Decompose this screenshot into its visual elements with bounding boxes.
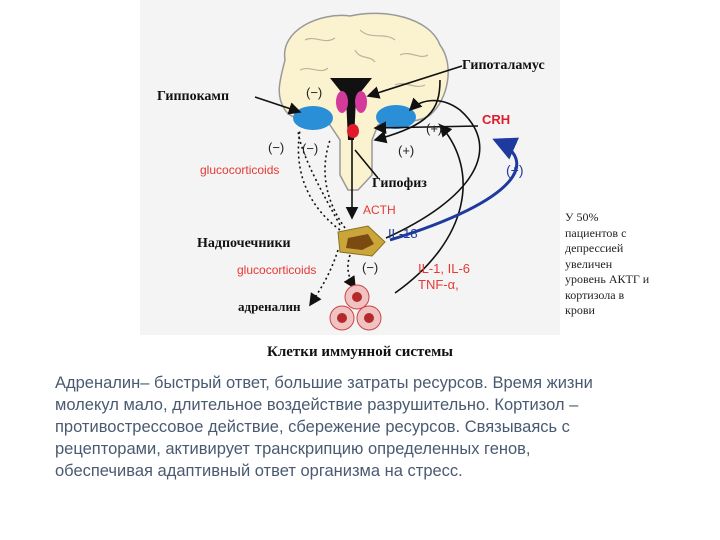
cytokines-label-1: IL-1, IL-6 xyxy=(418,261,470,276)
immune-cells xyxy=(329,284,382,331)
body-line: противострессовое действие, сбережение р… xyxy=(55,418,570,436)
body-line: Адреналин– быстрый ответ, большие затрат… xyxy=(55,374,593,392)
crh-label: CRH xyxy=(482,112,510,127)
figure-caption: Клетки иммунной системы xyxy=(266,344,454,360)
note-line: крови xyxy=(565,303,595,317)
hippocampus-left xyxy=(293,106,333,130)
hypothalamus-nucleus-right xyxy=(355,91,367,113)
adrenaline-label: адреналин xyxy=(238,299,301,314)
cytokines-label-2: TNF-α, xyxy=(418,277,459,292)
body-line: молекул мало, длительное воздействие раз… xyxy=(55,396,579,414)
arrows xyxy=(254,65,520,307)
adrenals-label: Надпочечники xyxy=(197,236,291,251)
sign-plus-pituitary: (+) xyxy=(398,143,414,158)
glucocorticoids-top-label: glucocorticoids xyxy=(200,163,279,177)
note-line: У 50% xyxy=(565,210,599,224)
depression-note: У 50% пациентов с депрессией увеличен ур… xyxy=(565,210,705,319)
sign-minus-hippocampus: (−) xyxy=(306,85,322,100)
sign-minus-mid: (−) xyxy=(302,141,318,156)
body-line: рецепторами, активирует транскрипцию опр… xyxy=(55,440,531,458)
hpa-axis-diagram: Гипоталамус Гиппокамп CRH Гипофиз ACTH Н… xyxy=(157,12,545,331)
sign-plus-crh: (+) xyxy=(426,121,442,136)
body-line: обеспечивая адаптивный ответ организма н… xyxy=(55,462,463,480)
pituitary-gland xyxy=(347,124,359,138)
sign-minus-left: (−) xyxy=(268,140,284,155)
sign-minus-adrenal: (−) xyxy=(362,260,378,275)
note-line: кортизола в xyxy=(565,287,625,302)
adrenal-gland xyxy=(337,225,386,257)
pituitary-label: Гипофиз xyxy=(372,176,427,191)
acth-label: ACTH xyxy=(363,203,396,217)
note-line: депрессией xyxy=(565,241,624,255)
il18-label: IL-18 xyxy=(388,226,418,241)
hippocampus-label: Гиппокамп xyxy=(157,89,229,104)
hypothalamus-funnel xyxy=(330,78,372,140)
sign-plus-il18: (+) xyxy=(506,162,524,178)
note-line: уровень АКТГ и xyxy=(565,272,650,286)
glucocorticoids-bottom-label: glucocorticoids xyxy=(237,263,316,277)
note-line: пациентов с xyxy=(565,225,627,240)
hypothalamus-nucleus-left xyxy=(336,91,348,113)
note-line: увеличен xyxy=(565,256,613,271)
body-paragraph: Адреналин– быстрый ответ, большие затрат… xyxy=(55,372,685,482)
hypothalamus-label: Гипоталамус xyxy=(462,58,545,73)
hippocampus-right xyxy=(376,105,416,129)
